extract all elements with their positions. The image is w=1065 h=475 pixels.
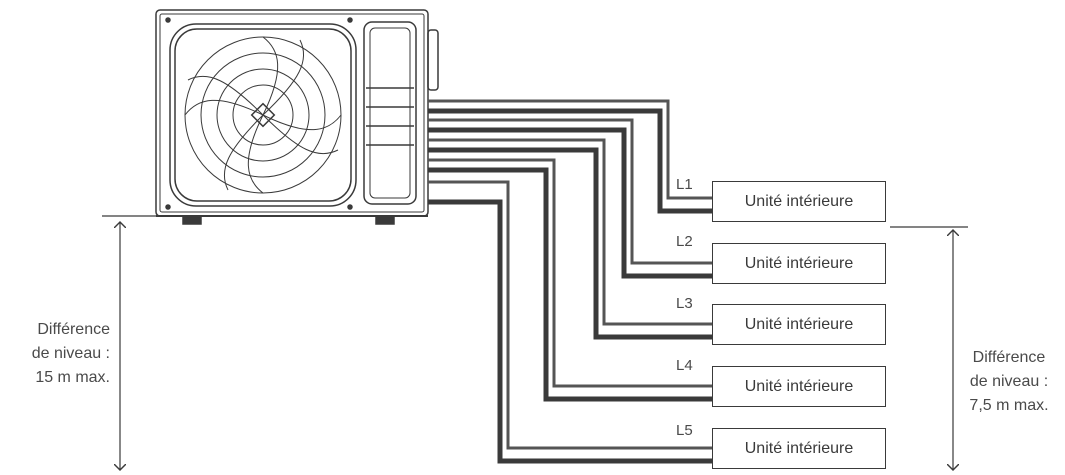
right-note-line1: Différence: [972, 349, 1046, 366]
line-label-l4: L4: [676, 357, 693, 374]
indoor-unit-box: Unité intérieure: [712, 181, 886, 222]
left-level-note: Différence de niveau : 15 m max.: [8, 318, 110, 390]
indoor-unit-box: Unité intérieure: [712, 428, 886, 469]
fan-grille: [169, 23, 357, 207]
line-label-l1: L1: [676, 176, 693, 193]
line-label-l5: L5: [676, 422, 693, 439]
outdoor-unit: [155, 9, 439, 225]
level-difference-arrows: [102, 215, 968, 470]
right-note-line2: de niveau :: [969, 373, 1049, 390]
indoor-unit-box: Unité intérieure: [712, 243, 886, 284]
right-note-line3: 7,5 m max.: [969, 397, 1049, 414]
left-note-line3: 15 m max.: [35, 369, 110, 386]
line-label-l2: L2: [676, 233, 693, 250]
refrigerant-pipes: [428, 99, 712, 464]
indoor-unit-box: Unité intérieure: [712, 366, 886, 407]
indoor-unit-box: Unité intérieure: [712, 304, 886, 345]
line-label-l3: L3: [676, 295, 693, 312]
right-level-note: Différence de niveau : 7,5 m max.: [955, 346, 1063, 418]
left-note-line2: de niveau :: [31, 345, 110, 362]
left-note-line1: Différence: [37, 321, 110, 338]
